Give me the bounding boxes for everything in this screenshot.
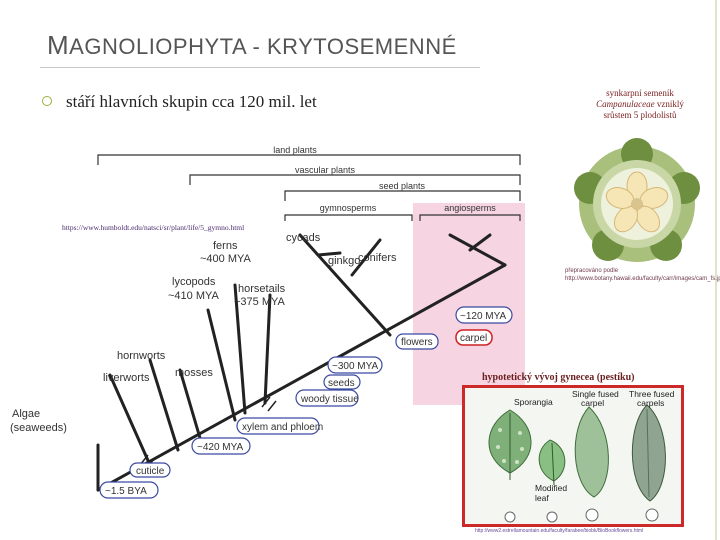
slide-title: MAGNOLIOPHYTA - KRYTOSEMENNÉ — [47, 30, 457, 60]
bracket-gymnosperms: gymnosperms — [320, 203, 377, 213]
bracket-seed-plants: seed plants — [379, 181, 426, 191]
right-edge-line — [715, 0, 717, 540]
label-lycopods: lycopods — [172, 276, 216, 288]
innov-seeds: seeds — [328, 378, 355, 389]
label-single-fused: Single fused — [572, 389, 619, 399]
flower-caption: synkarpní semeník Campanulaceae vzniklý … — [596, 88, 684, 120]
carpel-highlight — [455, 329, 493, 346]
innov-1-5-bya: ~1.5 BYA — [105, 486, 147, 497]
label-liverworts: liverworts — [103, 372, 150, 384]
modified-leaf — [538, 439, 566, 486]
label-mosses: mosses — [175, 367, 213, 379]
label-algae-sub: (seaweeds) — [10, 422, 67, 434]
label-modified: Modified — [535, 483, 567, 493]
innov-carpel: carpel — [460, 333, 487, 344]
label-ferns-age: ~400 MYA — [200, 253, 252, 265]
label-single-carpel: carpel — [581, 398, 604, 408]
label-leaf: leaf — [535, 493, 549, 503]
gynoecium-evolution-panel: Sporangia Modified leaf Single fused car… — [462, 385, 684, 527]
gynoecium-title: hypotetický vývoj gynecea (pestíku) — [482, 372, 635, 383]
bracket-vascular-plants: vascular plants — [295, 165, 356, 175]
label-three-carpels: carpels — [637, 398, 664, 408]
image-credit: přepracováno podle http://www.botany.haw… — [565, 268, 720, 282]
three-fused-carpels — [631, 404, 666, 502]
bracket-land-plants: land plants — [273, 145, 317, 155]
label-cycads: cycads — [286, 232, 321, 244]
plant-phylogeny-tree: land plants vascular plants seed plants … — [10, 145, 525, 499]
innov-flowers: flowers — [401, 337, 433, 348]
innov-cuticle: cuticle — [136, 466, 165, 477]
label-ginkgo: ginkgo — [328, 255, 360, 267]
bracket-angiosperms: angiosperms — [444, 203, 496, 213]
label-horsetails: horsetails — [238, 283, 286, 295]
title-divider — [40, 67, 480, 68]
innov-woody-tissue: woody tissue — [300, 394, 359, 405]
innov-120-mya: ~120 MYA — [460, 311, 507, 322]
bottom-credit: http://www2.estrellamountain.edu/faculty… — [475, 528, 644, 534]
bullet-text: stáří hlavních skupin cca 120 mil. let — [66, 92, 317, 111]
label-conifers: conifers — [358, 252, 397, 264]
label-sporangia: Sporangia — [514, 397, 553, 407]
innov-300-mya: ~300 MYA — [332, 361, 379, 372]
innov-420-mya: ~420 MYA — [197, 442, 244, 453]
ovary-cross-section-image — [574, 138, 700, 262]
label-three-fused: Three fused — [629, 389, 675, 399]
label-algae: Algae — [12, 408, 40, 420]
single-fused-carpel — [574, 406, 609, 498]
label-horsetails-age: ~375 MYA — [234, 296, 286, 308]
label-hornworts: hornworts — [117, 350, 166, 362]
label-lycopods-age: ~410 MYA — [168, 290, 220, 302]
innov-xylem-phloem: xylem and phloem — [242, 422, 323, 433]
sporangia-leaf — [488, 409, 532, 480]
source-url: https://www.humboldt.edu/natsci/sr/plant… — [62, 223, 245, 232]
label-ferns: ferns — [213, 240, 238, 252]
bullet-icon — [42, 96, 52, 106]
